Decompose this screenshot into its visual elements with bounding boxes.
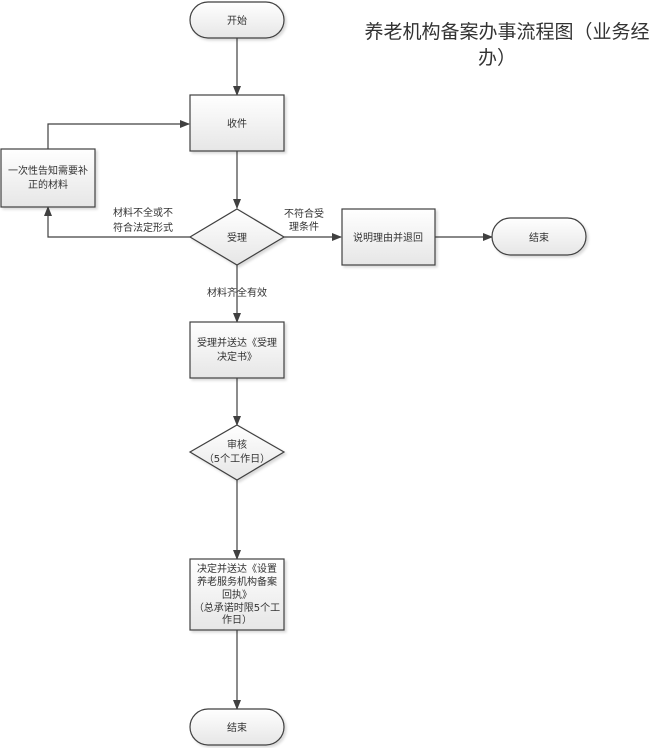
accept-doc-box <box>189 321 285 379</box>
review-decision <box>188 424 286 481</box>
decision-doc-label-3: 回执》 <box>222 588 252 601</box>
edges <box>44 38 493 710</box>
edge-accept-notify <box>44 206 190 238</box>
end-terminal-right <box>491 217 587 256</box>
notify-box <box>0 148 96 208</box>
edge-label-not-qualified-2: 理条件 <box>289 220 319 233</box>
accept-doc-label-2: 决定书》 <box>217 350 257 363</box>
receive-box <box>189 94 285 152</box>
reject-box <box>341 208 436 266</box>
receive-label: 收件 <box>227 117 247 130</box>
decision-doc-label-4: （总承诺时限5个工 <box>194 601 280 614</box>
decision-doc-label-5: 作日） <box>222 614 252 626</box>
start-label: 开始 <box>227 14 247 27</box>
end-terminal-bottom <box>189 708 285 746</box>
end-right-label: 结束 <box>529 231 549 244</box>
reject-label: 说明理由并退回 <box>353 231 423 244</box>
review-label-2: （5个工作日） <box>204 453 270 465</box>
decision-doc-label-2: 养老服务机构备案 <box>197 575 277 588</box>
end-bottom-label: 结束 <box>227 721 247 734</box>
decision-doc-box <box>189 558 285 631</box>
accept-doc-label-1: 受理并送达《受理 <box>197 336 277 349</box>
edge-label-incomplete-2: 符合法定形式 <box>113 221 173 234</box>
decision-doc-label-1: 决定并送达《设置 <box>197 562 277 575</box>
accept-decision <box>188 208 286 266</box>
edge-label-not-qualified-1: 不符合受 <box>284 207 324 220</box>
start-terminal <box>189 1 285 39</box>
diagram-title-line1: 养老机构备案办事流程图（业务经 <box>364 21 649 43</box>
edge-notify-receive <box>47 120 190 149</box>
review-label-1: 审核 <box>227 438 247 451</box>
notify-label-2: 正的材料 <box>28 178 68 191</box>
accept-label: 受理 <box>227 232 247 244</box>
diagram-title-line2: 办） <box>478 47 516 69</box>
edge-label-incomplete-1: 材料不全或不 <box>113 206 173 219</box>
notify-label-1: 一次性告知需要补 <box>8 164 88 177</box>
edge-label-complete: 材料齐全有效 <box>207 286 267 299</box>
